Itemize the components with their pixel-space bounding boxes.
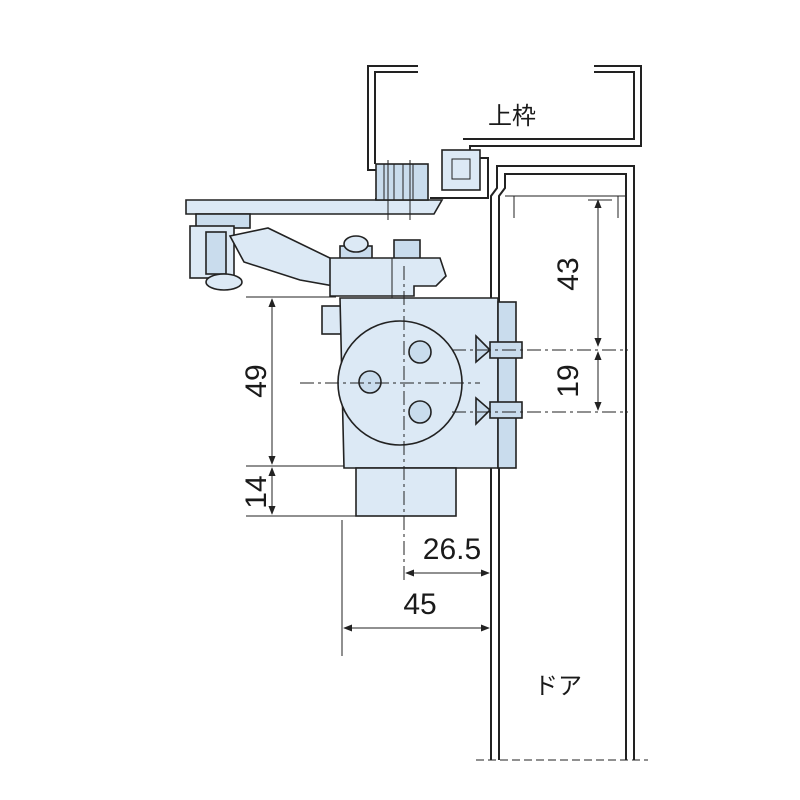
center-lines <box>300 266 628 580</box>
dimension-45-label: 45 <box>403 588 436 621</box>
dimension-19-label: 19 <box>552 364 585 397</box>
dimension-49: 49 <box>240 296 344 467</box>
dimension-49-label: 49 <box>240 364 273 397</box>
dimension-14-label: 14 <box>240 475 273 508</box>
dimension-45: 45 <box>341 520 490 656</box>
dimension-26-5: 26.5 <box>405 533 490 577</box>
dimension-43: 43 <box>552 199 612 347</box>
frame-label: 上枠 <box>488 103 536 130</box>
door-profile <box>476 165 648 761</box>
closer-arm <box>189 213 335 291</box>
bracket-plate <box>185 160 444 220</box>
dimension-26-5-label: 26.5 <box>423 533 481 566</box>
dimension-43-label: 43 <box>552 257 585 290</box>
dimension-14: 14 <box>240 467 356 517</box>
closer-body <box>321 235 523 517</box>
dimension-19: 19 <box>552 351 602 411</box>
door-label: ドア <box>534 673 582 700</box>
